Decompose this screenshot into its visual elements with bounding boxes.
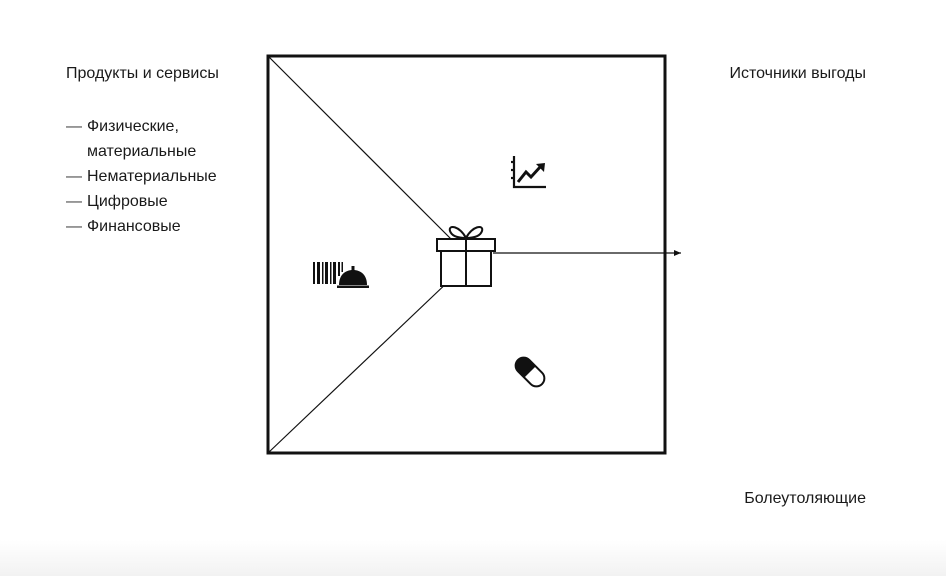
list-item: — Физические, материальные — [66, 114, 237, 164]
pain-relievers-title: Болеутоляющие — [744, 490, 866, 507]
gift-icon — [436, 225, 496, 287]
value-map-square — [266, 54, 667, 455]
list-dash: — — [66, 118, 82, 135]
products-services-title: Продукты и сервисы — [66, 65, 219, 82]
divider-bottom-line — [267, 277, 453, 454]
list-item-label: Цифровые — [87, 193, 168, 210]
product-types-list: — Физические, материальные — Нематериаль… — [66, 114, 237, 239]
list-dash: — — [66, 168, 82, 185]
list-item-label: Финансовые — [87, 218, 181, 235]
barcode-service-bell-icon — [313, 262, 369, 288]
list-item-label: Физические, материальные — [87, 118, 197, 160]
list-item: — Цифровые — [66, 189, 237, 214]
list-dash: — — [66, 218, 82, 235]
list-item: — Финансовые — [66, 214, 237, 239]
gain-sources-title: Источники выгоды — [729, 65, 866, 82]
divider-top-line — [267, 55, 453, 241]
list-dash: — — [66, 193, 82, 210]
pill-icon — [514, 356, 546, 388]
list-item-label: Нематериальные — [87, 168, 217, 185]
growth-chart-icon — [511, 156, 546, 189]
list-item: — Нематериальные — [66, 164, 237, 189]
